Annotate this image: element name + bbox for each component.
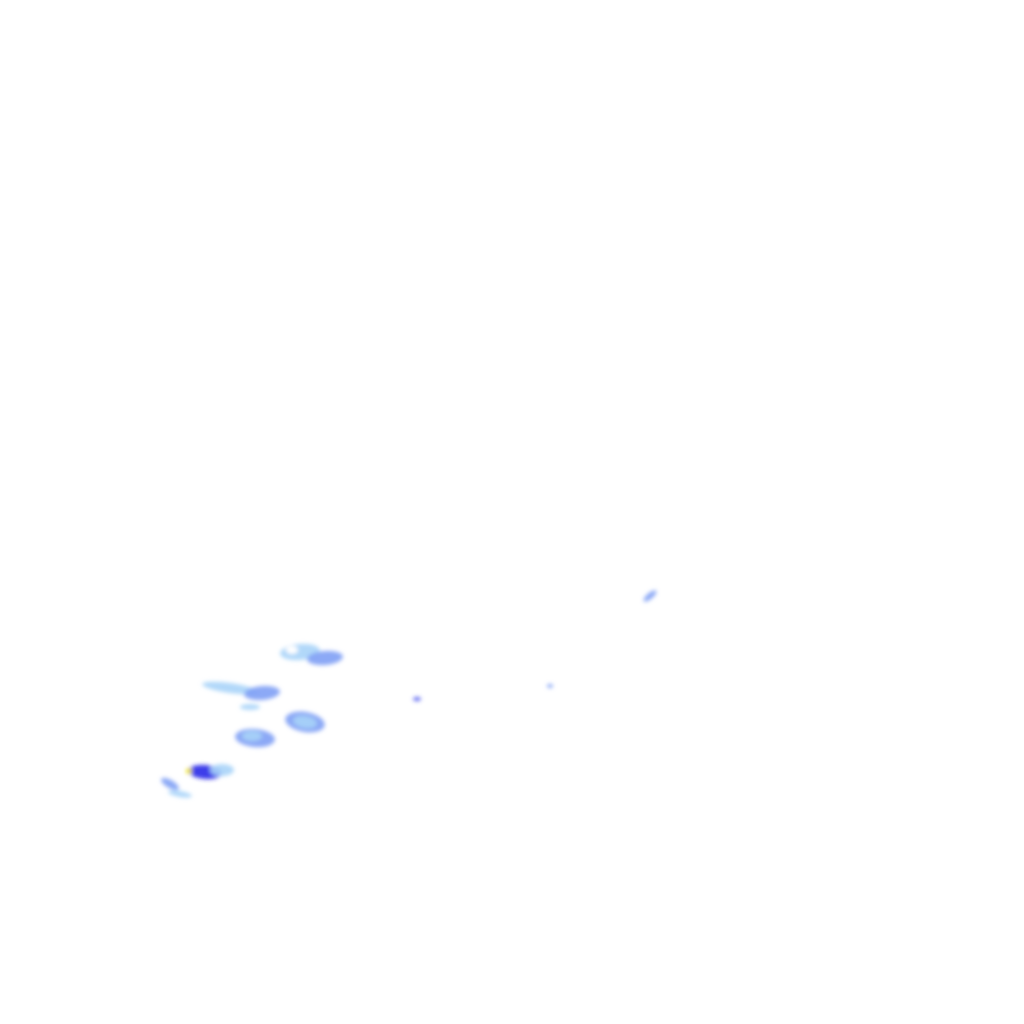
precipitation-cell xyxy=(210,764,234,776)
precipitation-cell xyxy=(244,685,280,701)
precipitation-cell xyxy=(240,704,260,710)
precipitation-cell xyxy=(307,650,343,666)
precipitation-cell xyxy=(286,646,298,654)
precipitation-cell xyxy=(242,731,262,741)
precipitation-cell xyxy=(547,684,553,688)
precipitation-cell xyxy=(293,715,317,729)
precipitation-cell xyxy=(413,697,421,701)
precipitation-cell xyxy=(202,681,258,695)
precipitation-cell xyxy=(186,768,192,774)
precipitation-cell xyxy=(161,777,179,791)
precipitation-cell xyxy=(168,790,192,798)
precipitation-cell xyxy=(643,590,657,602)
